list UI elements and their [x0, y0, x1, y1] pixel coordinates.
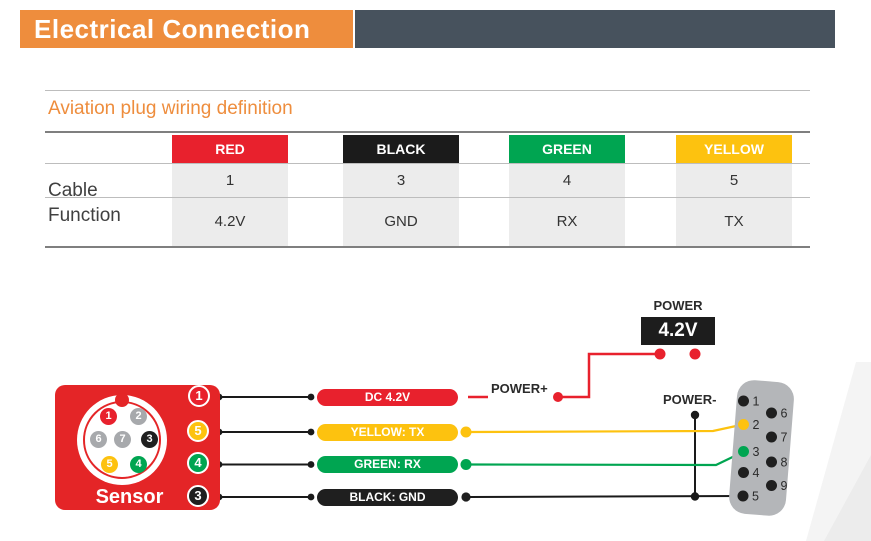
db9-pin-4-number: 4: [753, 466, 760, 480]
db9-pin-3: [738, 446, 749, 457]
section-heading: Aviation plug wiring definition: [48, 98, 293, 119]
db9-pin-5-number: 5: [752, 490, 759, 504]
table-column-red: RED 1 4.2V: [172, 135, 288, 247]
db9-pin-8-number: 8: [781, 456, 788, 470]
side-pin-3: 3: [187, 485, 209, 507]
power-plus-label: POWER+: [491, 381, 548, 396]
table-column-yellow: YELLOW 5 TX: [676, 135, 792, 247]
db9-pin-9: [766, 480, 777, 491]
banner-accent-bar: [355, 10, 835, 48]
function-cell-green: RX: [509, 198, 625, 246]
db9-pin-2-number: 2: [753, 418, 760, 432]
wire-label-green-rx: GREEN: RX: [317, 456, 458, 473]
db9-pin-5: [737, 490, 749, 502]
plug-ring: [83, 401, 161, 479]
db9-pin-2: [738, 419, 749, 430]
db9-pin-4: [738, 467, 749, 478]
table-column-black: BLACK 3 GND: [343, 135, 459, 247]
pin-cell-red: 1: [172, 164, 288, 197]
page-title: Electrical Connection: [20, 10, 353, 48]
rule-table-top: [45, 131, 810, 133]
corner-watermark-inner: [824, 455, 871, 541]
db9-pin-3-number: 3: [753, 445, 760, 459]
plug-pin-5: 5: [101, 456, 118, 473]
rule-table-bottom: [45, 246, 810, 248]
pin-cell-green: 4: [509, 164, 625, 197]
function-cell-red: 4.2V: [172, 198, 288, 246]
color-chip-green: GREEN: [509, 135, 625, 163]
function-cell-yellow: TX: [676, 198, 792, 246]
side-pin-5: 5: [187, 420, 209, 442]
function-cell-black: GND: [343, 198, 459, 246]
db9-pin-8: [766, 456, 777, 468]
db9-pin-1: [738, 395, 749, 407]
pin-cell-black: 3: [343, 164, 459, 197]
db9-connector: [729, 380, 794, 516]
wire-power-elbow: [558, 352, 660, 399]
db9-pin-6-number: 6: [781, 407, 788, 421]
table-column-green: GREEN 4 RX: [509, 135, 625, 247]
color-chip-red: RED: [172, 135, 288, 163]
side-pin-4: 4: [187, 452, 209, 474]
plug-pin-2: 2: [130, 408, 147, 425]
db9-pin-7-number: 7: [781, 431, 788, 445]
pin-cell-yellow: 5: [676, 164, 792, 197]
power-voltage-box: 4.2V: [641, 317, 715, 345]
power-minus-label: POWER-: [663, 392, 717, 407]
plug-pin-1: 1: [100, 408, 117, 425]
db9-pin-7: [766, 431, 777, 443]
db9-pin-9-number: 9: [781, 479, 788, 493]
plug-pin-4: 4: [130, 456, 147, 473]
side-pin-1: 1: [188, 385, 210, 407]
plug-pin-7: 7: [114, 431, 131, 448]
wire-label-dc-42v: DC 4.2V: [317, 389, 458, 406]
wire-black-gnd: [469, 495, 744, 498]
wire-label-black-gnd: BLACK: GND: [317, 489, 458, 506]
sensor-label: Sensor: [95, 486, 164, 508]
plug-pin-3: 3: [141, 431, 158, 448]
db9-pin-1-number: 1: [753, 395, 760, 409]
cable-function-label: Cable Function: [48, 180, 121, 226]
rule-above-heading: [45, 90, 810, 91]
color-chip-yellow: YELLOW: [676, 135, 792, 163]
power-label: POWER: [653, 298, 703, 313]
wire-yellow-tx: [469, 423, 744, 434]
color-chip-black: BLACK: [343, 135, 459, 163]
db9-pin-6: [766, 407, 777, 419]
rule-row-2: [45, 197, 810, 198]
plug-pin-6: 6: [90, 431, 107, 448]
rule-row-1: [45, 163, 810, 164]
wire-label-yellow-tx: YELLOW: TX: [317, 424, 458, 441]
wire-green-rx: [469, 451, 744, 467]
